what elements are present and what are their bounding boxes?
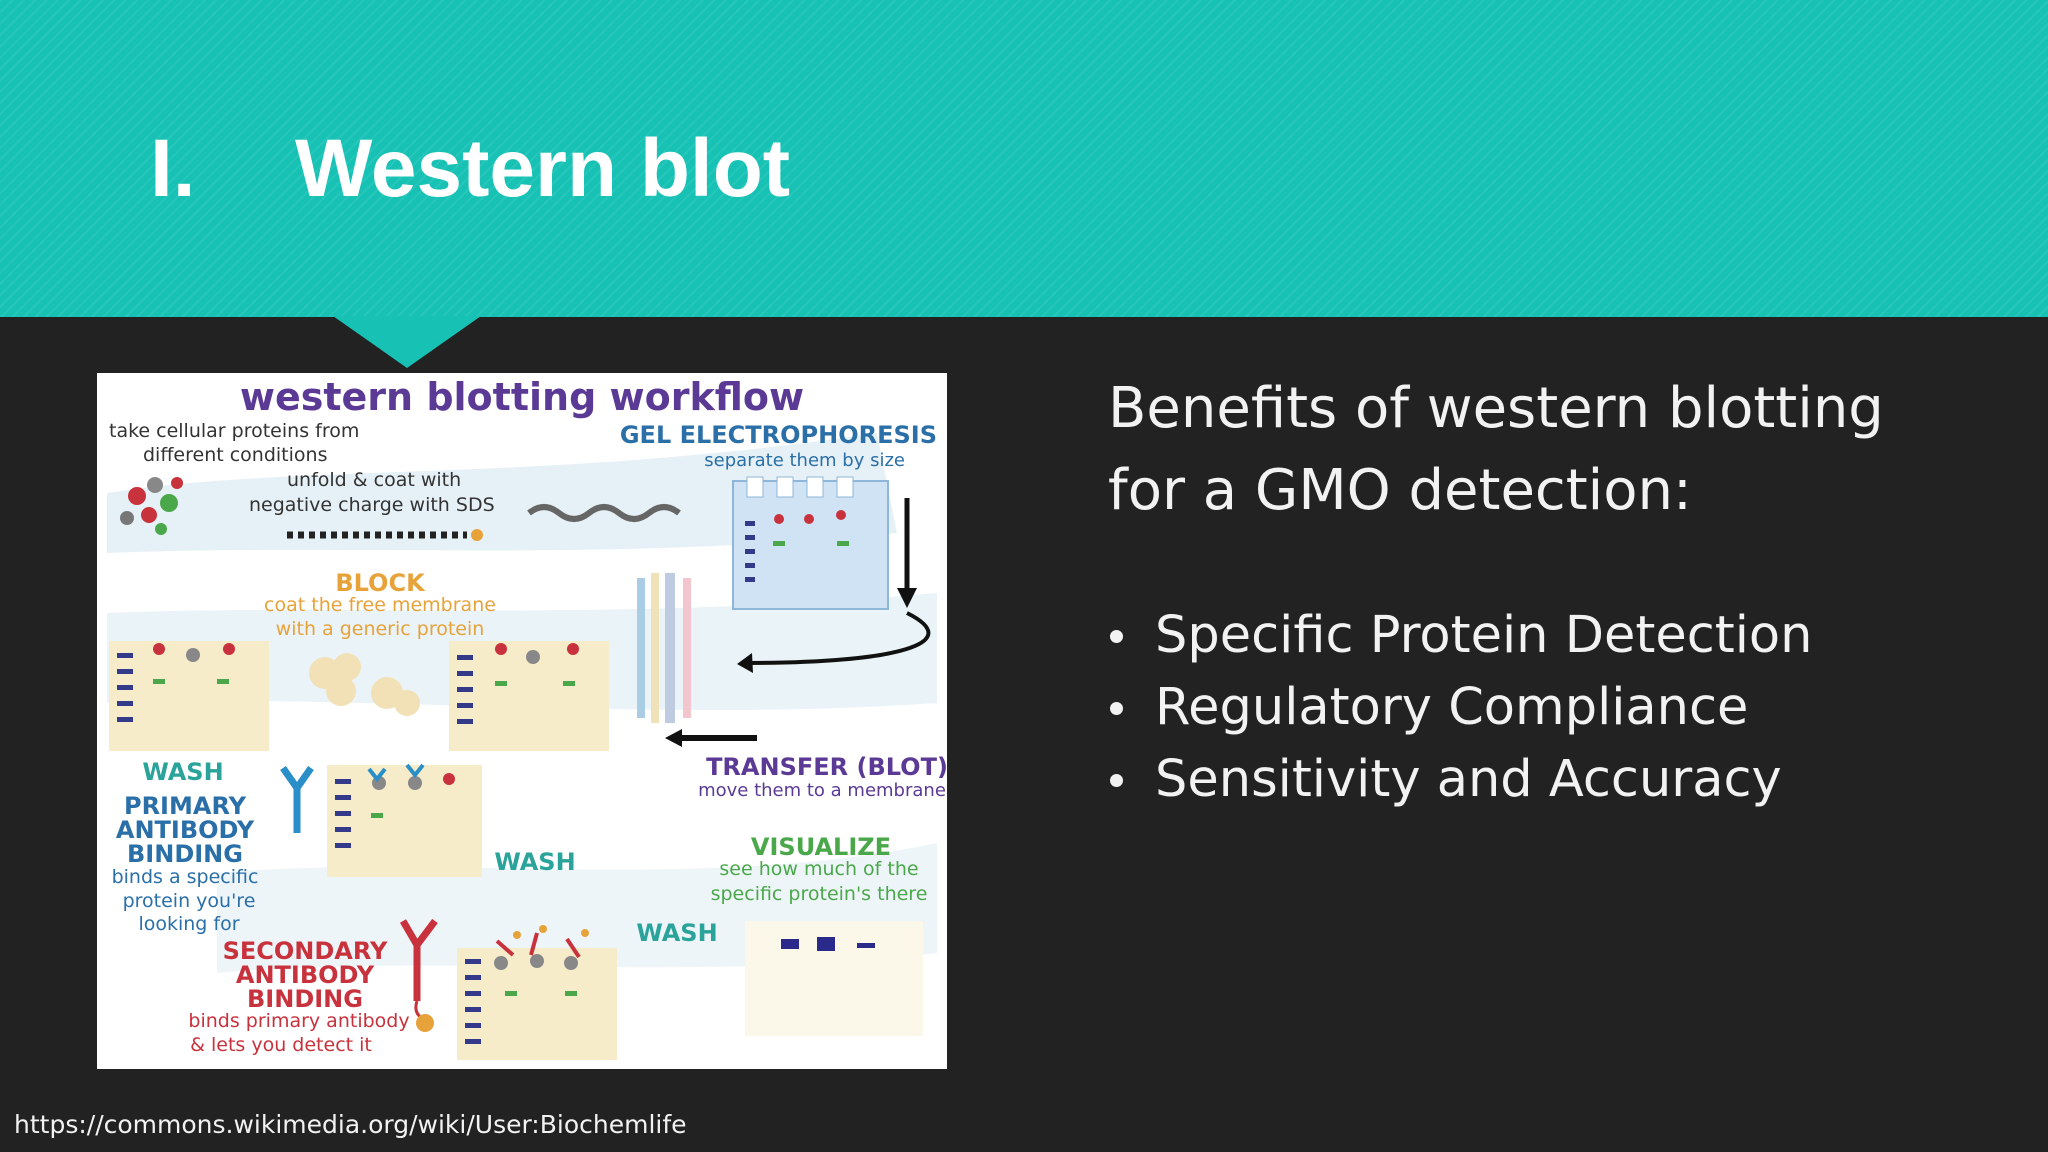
left-arrow-head-icon [665,729,682,747]
down-arrow-head-icon [897,588,917,608]
primary-heading-3: BINDING [127,840,243,868]
secondary-heading-3: BINDING [247,985,363,1013]
curved-arrow-head-icon [737,653,753,673]
membrane-after-block-icon [449,641,609,751]
unfolded-protein-icon [527,504,681,522]
membrane-before-block-icon [109,641,269,751]
figure-title: western blotting workflow [240,375,804,419]
visualize-line-2: specific protein's there [711,883,928,905]
intro-line-1: take cellular proteins from [109,420,359,442]
block-heading: BLOCK [335,569,426,597]
secondary-desc-1: binds primary antibody [188,1010,409,1032]
wash-label-3: WASH [636,919,717,947]
list-item: Specific Protein Detection [1108,600,1812,672]
secondary-antibody-icon [399,918,438,1032]
transfer-desc: move them to a membrane [698,780,946,801]
primary-desc-2: protein you're [123,890,256,912]
protein-cluster-icon [120,477,183,535]
primary-heading-2: ANTIBODY [116,816,255,844]
workflow-diagram: western blotting workflow take cellular … [107,375,947,1060]
primary-antibody-icon [280,765,314,833]
unfold-line-2: negative charge with SDS [249,494,495,516]
list-item: Sensitivity and Accuracy [1108,744,1812,816]
membrane-secondary-antibody-icon [457,925,617,1060]
benefits-list: Specific Protein Detection Regulatory Co… [1108,600,1812,816]
secondary-desc-2: & lets you detect it [190,1034,372,1056]
visualize-line-1: see how much of the [719,858,918,880]
slide-title: Western blot [295,123,791,214]
gel-electrophoresis-desc: separate them by size [704,450,905,471]
visualize-heading: VISUALIZE [751,833,891,861]
block-line-2: with a generic protein [276,618,485,640]
slide-header [0,0,2048,317]
block-line-1: coat the free membrane [264,594,496,616]
secondary-heading-1: SECONDARY [223,937,388,965]
transfer-stack-icon [637,573,691,723]
western-blot-workflow-figure: western blotting workflow take cellular … [97,373,947,1069]
primary-desc-3: looking for [138,913,239,935]
primary-desc-1: binds a specific [112,866,259,888]
gel-electrophoresis-heading: GEL ELECTROPHORESIS [620,421,937,449]
wash-label-2: WASH [494,848,575,876]
sds-coated-protein-icon [287,529,483,541]
transfer-heading: TRANSFER (BLOT) [706,753,947,781]
header-notch [333,316,481,368]
intro-line-2: different conditions [143,444,327,466]
benefits-heading: Benefits of western blotting for a GMO d… [1108,376,1884,523]
visualized-blot-icon [745,921,923,1036]
image-credit-link[interactable]: https://commons.wikimedia.org/wiki/User:… [14,1110,687,1139]
blocking-protein-icon [309,653,420,716]
unfold-line-1: unfold & coat with [287,469,461,491]
curved-arrow-icon [746,611,931,665]
gel-box-icon [732,476,889,610]
primary-heading-1: PRIMARY [124,792,247,820]
flow-band-top [107,433,897,553]
secondary-heading-2: ANTIBODY [236,961,375,989]
list-item: Regulatory Compliance [1108,672,1812,744]
membrane-primary-antibody-icon [327,763,482,877]
slide-title-number: I. [150,123,196,214]
wash-label-1: WASH [142,758,223,786]
